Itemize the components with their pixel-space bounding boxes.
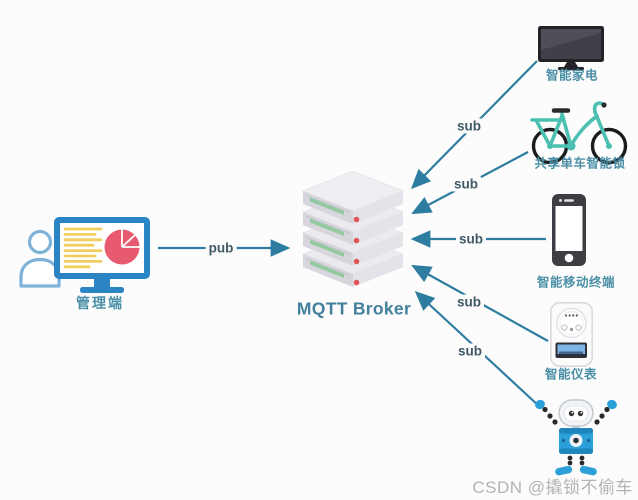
smart-meter-icon <box>550 302 593 367</box>
sub-edge-label-1: sub <box>453 118 485 134</box>
tv-icon <box>538 26 604 71</box>
admin-monitor-icon <box>54 217 150 293</box>
sub-edge-label-2: sub <box>450 176 482 192</box>
sub-edge-label-3: sub <box>455 231 487 247</box>
sub-edge-label-5: sub <box>454 343 486 359</box>
admin-terminal-label: 管理端 <box>76 295 124 311</box>
report-lines <box>63 227 103 269</box>
server-slab <box>302 171 404 224</box>
device-label-shared-bike-smart-lock: 共享单车智能锁 <box>534 156 626 171</box>
watermark: CSDN @撬锁不偷车 <box>472 478 633 497</box>
smartphone-icon <box>552 194 586 266</box>
pie-chart-icon <box>104 229 140 265</box>
mqtt-broker-icon <box>302 171 404 287</box>
device-label-smart-mobile-terminal: 智能移动终端 <box>536 275 616 290</box>
bike-icon <box>530 101 628 165</box>
sub-edge-label-4: sub <box>453 294 485 310</box>
robot-icon <box>535 399 617 476</box>
broker-label: MQTT Broker <box>296 298 412 319</box>
device-label-smart-meter: 智能仪表 <box>544 367 598 382</box>
device-label-smart-home-appliance: 智能家电 <box>545 68 599 83</box>
admin-user-icon <box>19 229 61 288</box>
pub-edge-label: pub <box>205 240 237 256</box>
